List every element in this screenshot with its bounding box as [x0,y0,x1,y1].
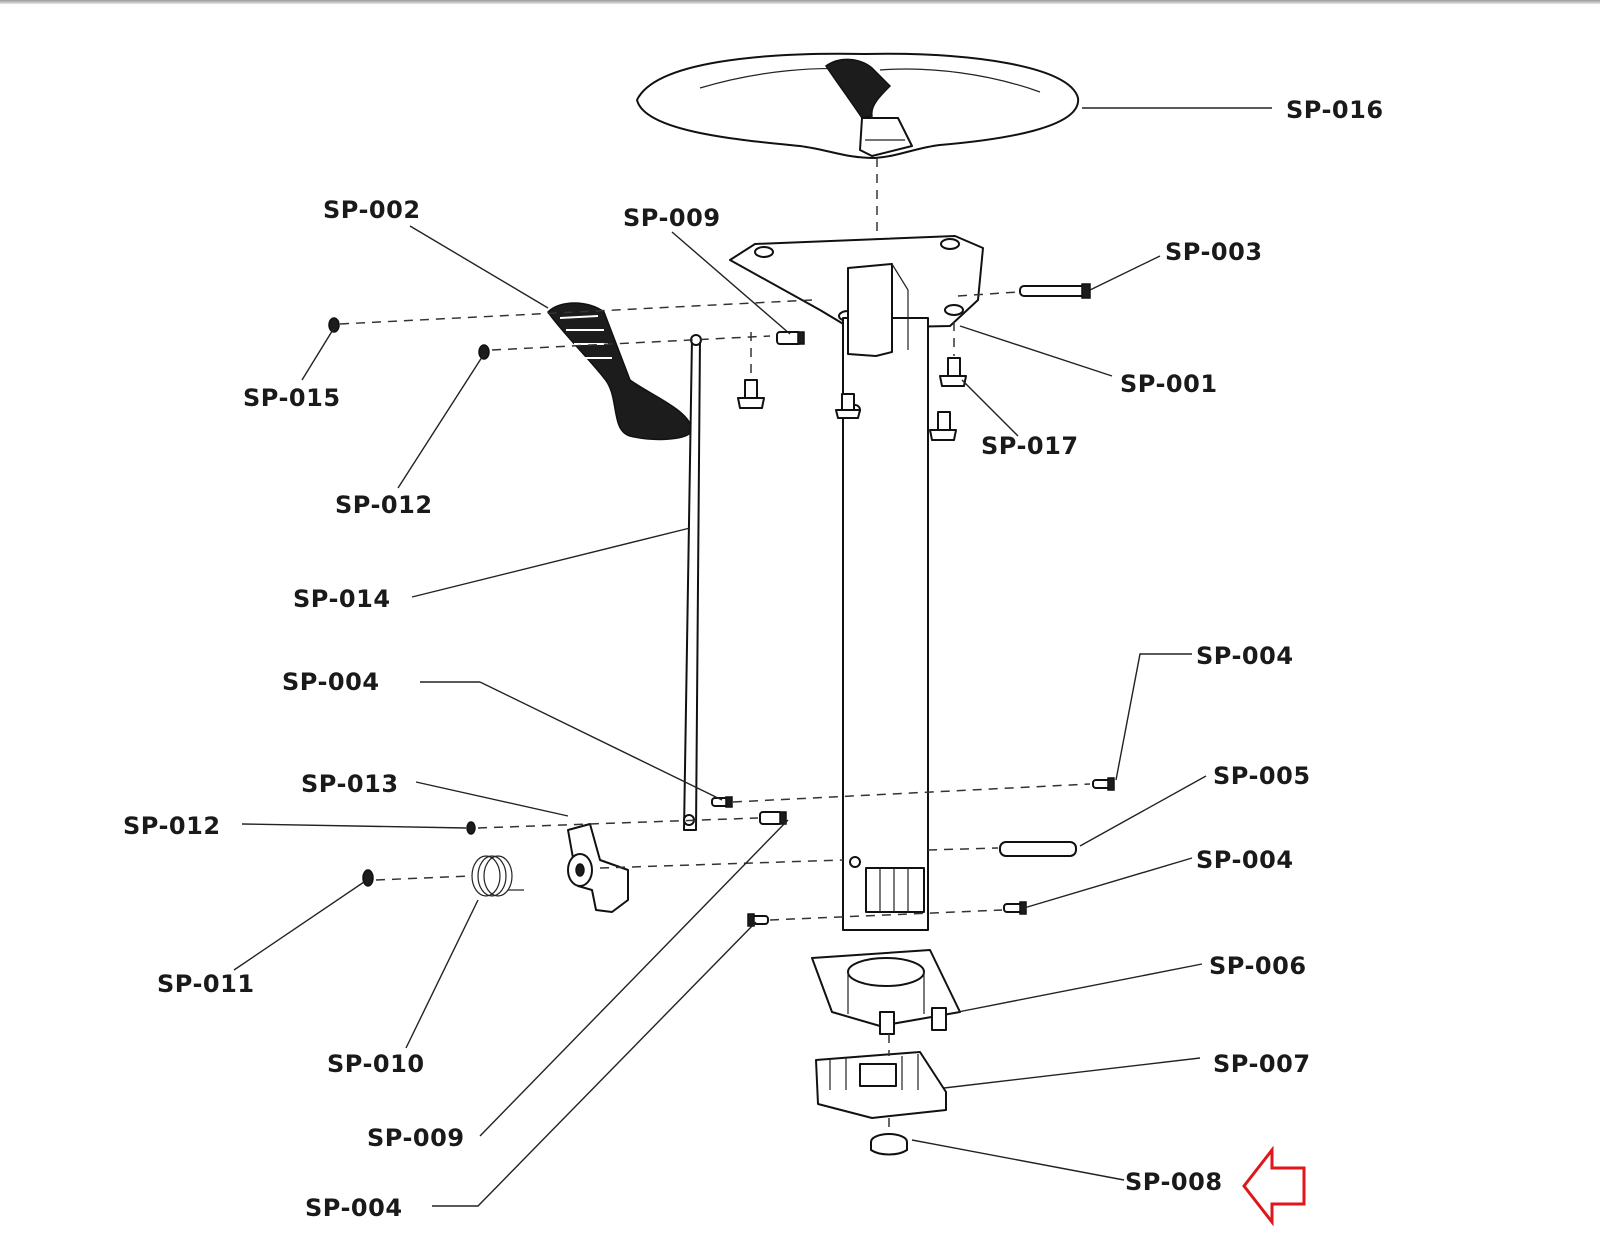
cable-rod-part[interactable] [683,334,702,831]
left-arrow-outline-icon [1242,1145,1306,1227]
short-screw-part[interactable] [711,796,733,808]
washer-part[interactable] [466,821,476,835]
label-sp-001: SP-001 [1120,370,1218,398]
bottom-socket-part[interactable] [811,949,961,1035]
end-cap-part[interactable] [362,869,374,887]
axle-pin-part[interactable] [1019,283,1091,299]
foot-pad-part[interactable] [870,1133,908,1156]
label-sp-014: SP-014 [293,585,391,613]
window-top-edge [0,0,1600,4]
label-sp-011: SP-011 [157,970,255,998]
label-sp-016: SP-016 [1286,96,1384,124]
label-sp-009-bottom: SP-009 [367,1124,465,1152]
bolt-part[interactable] [737,379,765,409]
seat-post-column[interactable] [842,263,929,931]
short-screw-part[interactable] [1092,777,1115,791]
label-sp-013: SP-013 [301,770,399,798]
label-sp-009-top: SP-009 [623,204,721,232]
washer-part[interactable] [478,344,490,360]
label-sp-004-right-top: SP-004 [1196,642,1294,670]
pin-bolt-part[interactable] [776,331,805,345]
clip-block-part[interactable] [815,1051,947,1119]
label-sp-002: SP-002 [323,196,421,224]
pin-bolt-part[interactable] [759,811,787,825]
label-sp-010: SP-010 [327,1050,425,1078]
torsion-spring-part[interactable] [471,855,524,897]
seat-part[interactable] [636,52,1080,159]
end-cap-part[interactable] [328,317,340,333]
label-sp-017: SP-017 [981,432,1079,460]
short-screw-part[interactable] [1003,901,1027,915]
spacer-tube-part[interactable] [999,841,1077,857]
label-sp-004-left: SP-004 [282,668,380,696]
label-sp-006: SP-006 [1209,952,1307,980]
label-sp-008: SP-008 [1125,1168,1223,1196]
label-sp-004-right-mid: SP-004 [1196,846,1294,874]
label-sp-003: SP-003 [1165,238,1263,266]
bolt-part[interactable] [929,411,957,441]
label-sp-015: SP-015 [243,384,341,412]
label-sp-012-top: SP-012 [335,491,433,519]
label-sp-007: SP-007 [1213,1050,1311,1078]
bolt-part[interactable] [939,357,967,387]
cam-lever-part[interactable] [567,823,629,913]
label-sp-012-left: SP-012 [123,812,221,840]
label-sp-004-bottom: SP-004 [305,1194,403,1222]
lever-handle-part[interactable] [547,302,693,441]
bolt-part[interactable] [835,393,861,419]
short-screw-part[interactable] [747,913,769,927]
label-sp-005: SP-005 [1213,762,1311,790]
